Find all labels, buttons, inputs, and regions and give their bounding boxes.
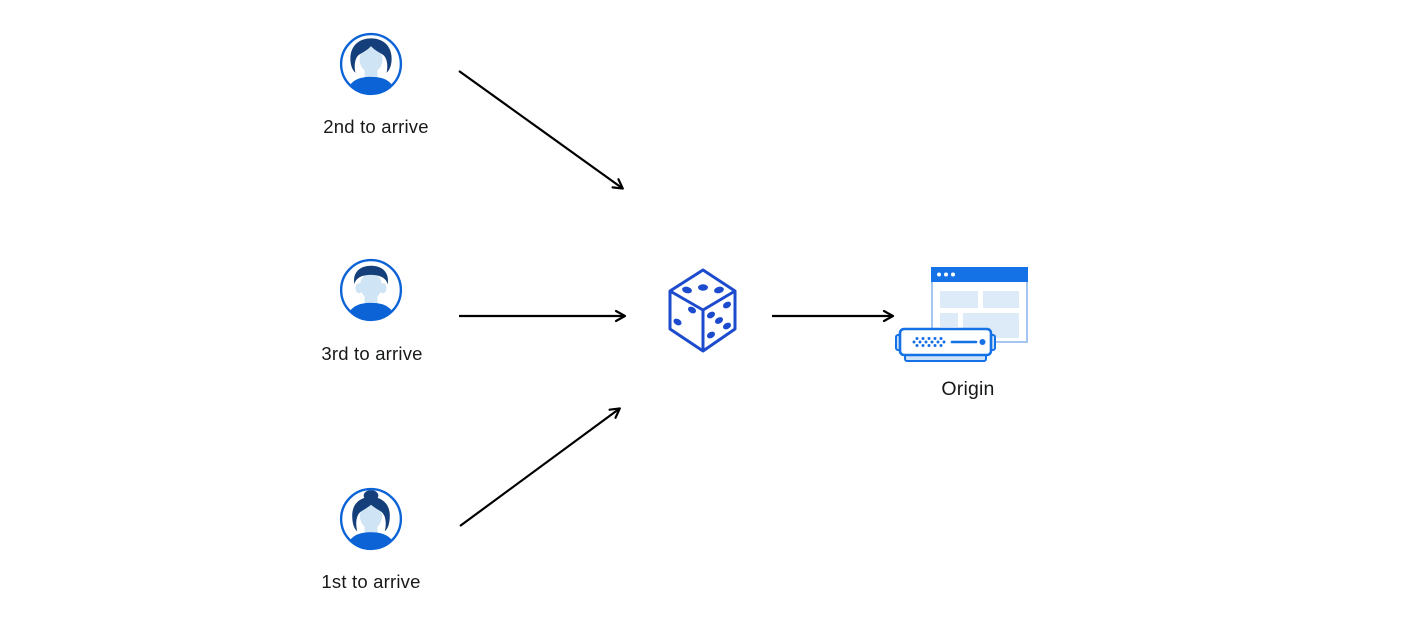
female-avatar-icon — [339, 487, 403, 551]
visitor-bottom-label: 1st to arrive — [321, 571, 421, 592]
male-short-hair-avatar-icon — [339, 258, 403, 322]
arrow-visitor-top-to-dice — [458, 70, 624, 190]
node-randomizer — [663, 264, 743, 354]
node-visitor-bottom — [338, 486, 404, 552]
node-origin — [895, 266, 1035, 366]
node-visitor-middle — [338, 257, 404, 323]
origin-server-icon — [895, 267, 1028, 362]
male-avatar-icon — [339, 32, 403, 96]
server-glyph — [895, 327, 996, 362]
origin-label: Origin — [941, 378, 995, 400]
dice-icon — [668, 268, 737, 353]
arrow-visitor-bottom-to-dice — [459, 407, 621, 527]
visitor-middle-label: 3rd to arrive — [321, 343, 423, 364]
node-visitor-top — [338, 31, 404, 97]
visitor-top-label: 2nd to arrive — [323, 116, 429, 137]
